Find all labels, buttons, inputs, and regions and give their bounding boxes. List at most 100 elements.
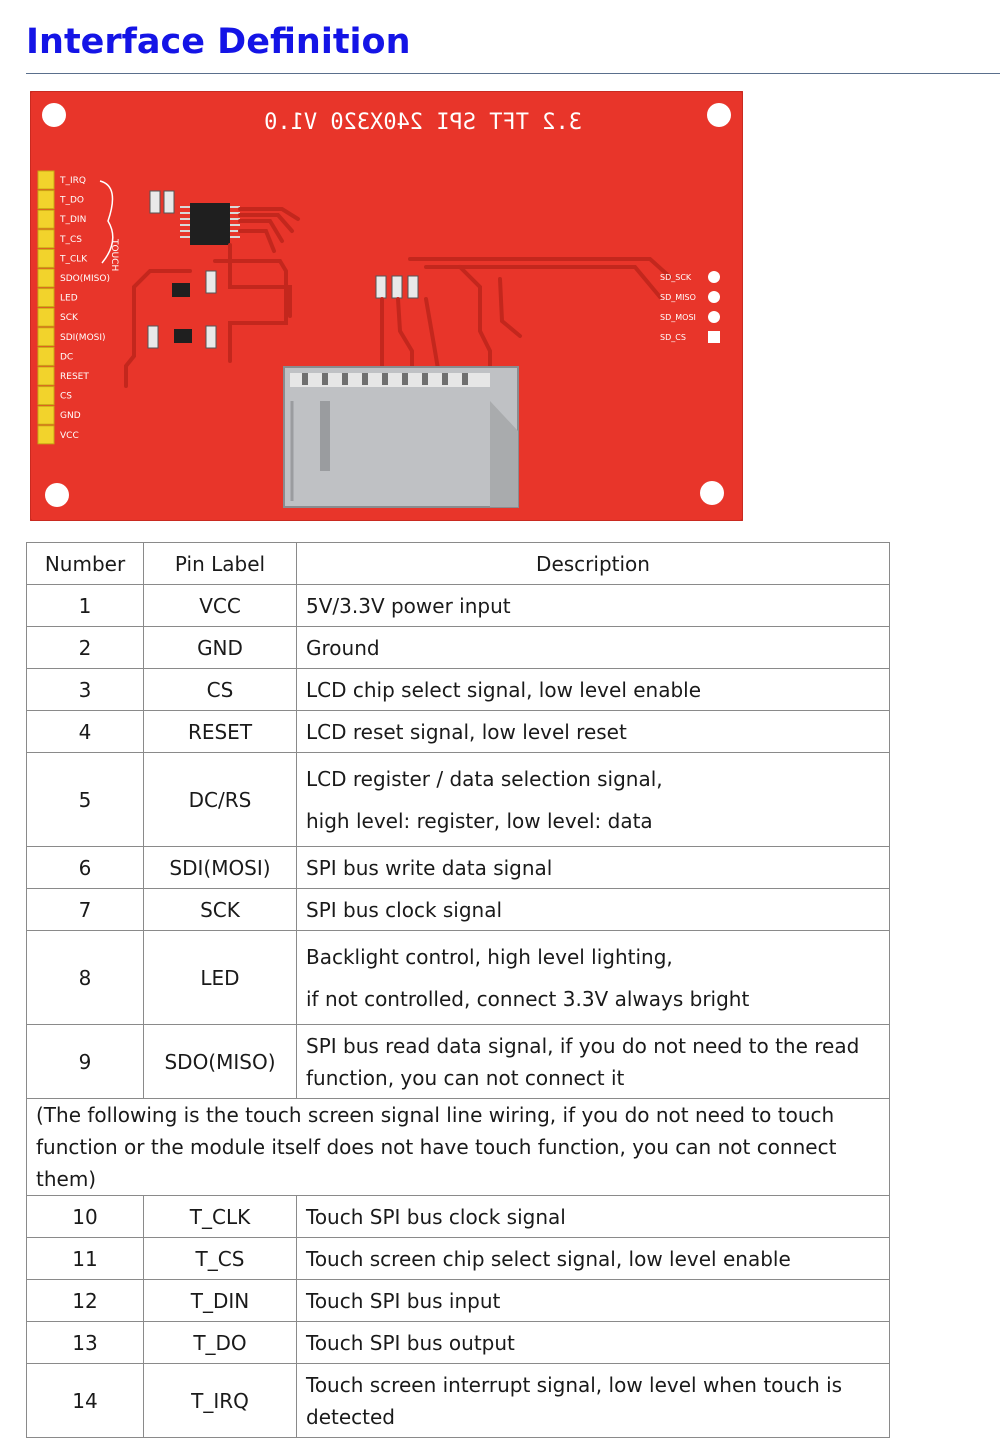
pin-label: T_DO: [143, 1321, 297, 1364]
pin-label: T_DIN: [143, 1279, 297, 1322]
sd-pin-label: SD_CS: [660, 333, 686, 342]
description-line: SPI bus read data signal, if you do not …: [306, 1033, 860, 1090]
description-line: SPI bus clock signal: [306, 897, 503, 922]
header-pin: [37, 288, 55, 308]
pin-label: SDO(MISO): [60, 274, 110, 284]
pin-description: Touch SPI bus clock signal: [296, 1195, 890, 1238]
pin-label: LED: [60, 294, 78, 304]
pin-number: 11: [26, 1237, 144, 1280]
pin-label: T_IRQ: [59, 176, 86, 186]
pin-label: T_DIN: [59, 215, 86, 225]
description-line: LCD reset signal, low level reset: [306, 719, 627, 744]
column-header-pin-label: Pin Label: [143, 542, 297, 585]
description-line: 5V/3.3V power input: [306, 593, 511, 618]
pin-number: 2: [26, 626, 144, 669]
description-line: Backlight control, high level lighting,: [306, 944, 673, 969]
pin-description: LCD chip select signal, low level enable: [296, 668, 890, 711]
silkscreen-title: 3.2 TFT SPI 240X320 V1.0: [264, 110, 582, 135]
pin-label: T_CS: [143, 1237, 297, 1280]
description-line: Ground: [306, 635, 380, 660]
sd-pin-label: SD_MISO: [660, 293, 696, 302]
pin-number: 5: [26, 752, 144, 847]
description-line: Touch SPI bus output: [306, 1330, 515, 1355]
pin-number: 12: [26, 1279, 144, 1322]
pin-number: 8: [26, 930, 144, 1025]
sd-card-slot: [283, 366, 519, 508]
pin-label: GND: [143, 626, 297, 669]
pin-number: 13: [26, 1321, 144, 1364]
description-line: SPI bus write data signal: [306, 855, 553, 880]
description-line: Touch screen chip select signal, low lev…: [306, 1246, 791, 1271]
header-pin: [37, 405, 55, 425]
sd-pin-label: SD_MOSI: [660, 313, 696, 322]
description-line: Touch SPI bus clock signal: [306, 1204, 566, 1229]
description-line: LCD register / data selection signal,: [306, 766, 663, 791]
pin-description: 5V/3.3V power input: [296, 584, 890, 627]
pin-labels: T_IRQT_DOT_DINT_CST_CLKSDO(MISO)LEDSCKSD…: [59, 176, 110, 441]
pin-label: CS: [143, 668, 297, 711]
header-pin: [37, 386, 55, 406]
description-line: Touch screen interrupt signal, low level…: [306, 1372, 843, 1429]
header-pin: [37, 190, 55, 210]
description-line: high level: register, low level: data: [306, 808, 653, 833]
header-pin: [37, 248, 55, 268]
pin-description: LCD register / data selection signal, hig…: [296, 752, 890, 847]
pin-number: 3: [26, 668, 144, 711]
pin-number: 7: [26, 888, 144, 931]
pin-description: Touch SPI bus input: [296, 1279, 890, 1322]
pin-label: T_CLK: [143, 1195, 297, 1238]
header-pin: [37, 209, 55, 229]
pin-label: VCC: [143, 584, 297, 627]
header-pin: [37, 366, 55, 386]
ic-chip: [190, 203, 230, 245]
pin-number: 9: [26, 1024, 144, 1099]
pcb-board-photo: 3.2 TFT SPI 240X320 V1.0 T_IRQT_DOT_DINT…: [30, 91, 743, 521]
description-line: LCD chip select signal, low level enable: [306, 677, 702, 702]
title-divider: [26, 73, 1000, 74]
mounting-hole: [700, 481, 724, 505]
pin-label: SCK: [143, 888, 297, 931]
pin-number: 6: [26, 846, 144, 889]
pin-number: 1: [26, 584, 144, 627]
header-pin: [37, 307, 55, 327]
pin-description: SPI bus write data signal: [296, 846, 890, 889]
pin-label: T_CLK: [59, 254, 88, 264]
header-pin: [37, 229, 55, 249]
pin-description: Touch screen interrupt signal, low level…: [296, 1363, 890, 1438]
pin-label: SDI(MOSI): [60, 333, 106, 343]
description-line: Touch SPI bus input: [306, 1288, 501, 1313]
pin-label: RESET: [143, 710, 297, 753]
header-pin: [37, 425, 55, 445]
touch-wiring-note: (The following is the touch screen signa…: [26, 1098, 890, 1196]
pin-number: 14: [26, 1363, 144, 1438]
column-header-description: Description: [296, 542, 890, 585]
touch-label: TOUCH: [109, 238, 119, 271]
pin-label: GND: [60, 411, 81, 421]
pin-description: SPI bus clock signal: [296, 888, 890, 931]
pin-label: VCC: [60, 431, 79, 441]
mounting-hole: [707, 103, 731, 127]
sd-pin-label: SD_SCK: [660, 273, 692, 282]
pin-description: Ground: [296, 626, 890, 669]
header-pin: [37, 327, 55, 347]
pin-description: Touch SPI bus output: [296, 1321, 890, 1364]
pin-label: SDO(MISO): [143, 1024, 297, 1099]
header-pin: [37, 346, 55, 366]
header-pin: [37, 170, 55, 190]
pin-label: SCK: [60, 313, 79, 323]
pin-label: CS: [60, 392, 72, 402]
pin-label: T_CS: [59, 235, 82, 245]
table-header-row: Number Pin Label Description: [26, 542, 890, 585]
pin-label: DC: [60, 352, 73, 362]
